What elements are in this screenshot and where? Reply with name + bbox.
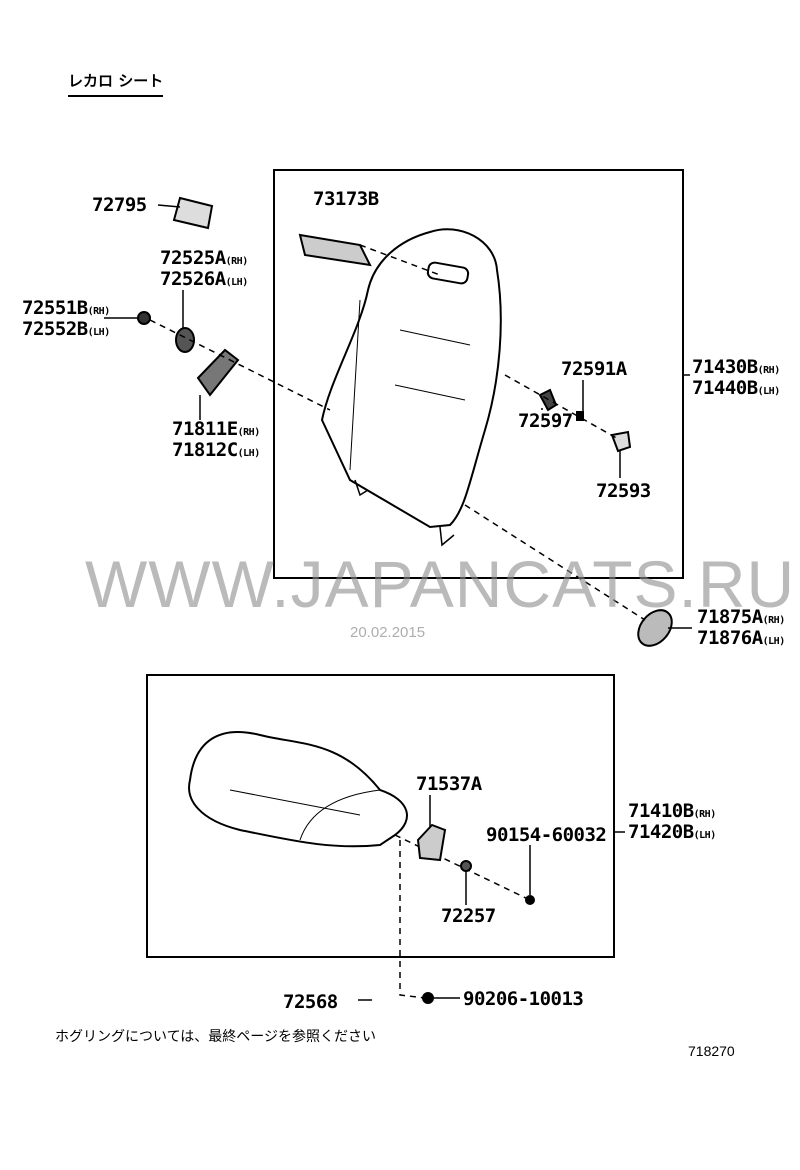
- part-label-72568[interactable]: 72568: [283, 991, 338, 1013]
- part-label-72597[interactable]: 72597: [518, 410, 573, 432]
- seatback-group-box: [273, 169, 684, 579]
- part-label-71876A[interactable]: 71876A(LH): [697, 629, 785, 651]
- part-label-72552B[interactable]: 72552B(LH): [22, 320, 110, 342]
- part-number: 71876A: [697, 627, 763, 649]
- part-number: 71875A: [697, 606, 763, 628]
- part-73173B-shape: [298, 233, 372, 267]
- part-number: 72526A: [160, 268, 226, 290]
- part-72525A-shape: [175, 327, 195, 353]
- part-label-71812C[interactable]: 71812C(LH): [172, 441, 260, 463]
- side-suffix: (RH): [757, 365, 781, 376]
- diagram-title: レカロ シート: [68, 70, 164, 97]
- part-number: 72525A: [160, 247, 226, 269]
- part-number: 71812C: [172, 439, 238, 461]
- part-label-72591A[interactable]: 72591A: [561, 358, 627, 380]
- part-number: 71811E: [172, 418, 238, 440]
- part-number: 72551B: [22, 297, 88, 319]
- part-label-72795[interactable]: 72795: [92, 194, 147, 216]
- part-number: 71420B: [628, 821, 694, 843]
- seat-cushion-shape: [188, 731, 408, 848]
- part-71811E-shape: [196, 348, 240, 397]
- part-label-71875A[interactable]: 71875A(RH): [697, 608, 785, 630]
- part-label-71420B[interactable]: 71420B(LH): [628, 823, 716, 845]
- side-suffix: (LH): [762, 636, 786, 647]
- seatback-shape: [320, 228, 502, 529]
- part-label-72525A[interactable]: 72525A(RH): [160, 249, 248, 271]
- side-suffix: (RH): [762, 615, 786, 626]
- side-suffix: (RH): [237, 427, 261, 438]
- part-number: 71440B: [692, 377, 758, 399]
- part-number: 72552B: [22, 318, 88, 340]
- cushion-group-box: [146, 674, 615, 958]
- watermark-date: 20.02.2015: [350, 624, 426, 641]
- watermark: WWW.JAPANCATS.RU: [85, 547, 796, 621]
- part-label-90154-60032[interactable]: 90154-60032: [486, 824, 607, 846]
- part-label-72551B[interactable]: 72551B(RH): [22, 299, 110, 321]
- part-label-72526A[interactable]: 72526A(LH): [160, 270, 248, 292]
- part-71537A-shape: [416, 823, 447, 862]
- side-suffix: (LH): [757, 386, 781, 397]
- part-label-90206-10013[interactable]: 90206-10013: [463, 988, 584, 1010]
- part-label-73173B[interactable]: 73173B: [313, 188, 379, 210]
- part-number: 71430B: [692, 356, 758, 378]
- hog-ring-note: ホグリングについては、最終ページを参照ください: [55, 1029, 377, 1045]
- side-suffix: (LH): [225, 277, 249, 288]
- side-suffix: (LH): [237, 448, 261, 459]
- part-label-71811E[interactable]: 71811E(RH): [172, 420, 260, 442]
- side-suffix: (RH): [87, 306, 111, 317]
- part-label-71410B[interactable]: 71410B(RH): [628, 802, 716, 824]
- side-suffix: (RH): [693, 809, 717, 820]
- part-number: 71410B: [628, 800, 694, 822]
- part-72551B-shape: [137, 311, 151, 325]
- diagram-reference-number: 718270: [688, 1043, 735, 1059]
- part-label-72257[interactable]: 72257: [441, 905, 496, 927]
- side-suffix: (LH): [693, 830, 717, 841]
- part-label-71430B[interactable]: 71430B(RH): [692, 358, 780, 380]
- part-label-72593[interactable]: 72593: [596, 480, 651, 502]
- side-suffix: (LH): [87, 327, 111, 338]
- part-label-71537A[interactable]: 71537A: [416, 773, 482, 795]
- part-label-71440B[interactable]: 71440B(LH): [692, 379, 780, 401]
- part-72795-shape: [172, 196, 214, 230]
- side-suffix: (RH): [225, 256, 249, 267]
